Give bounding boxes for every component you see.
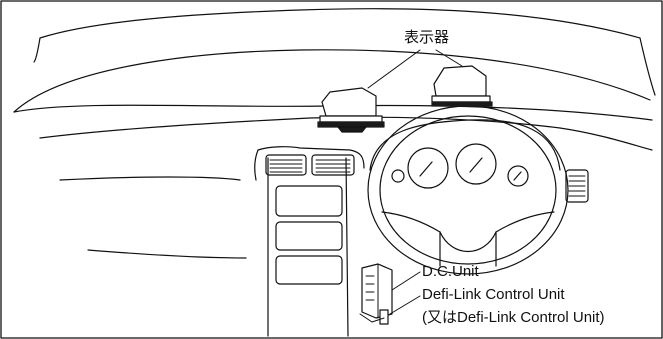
control-unit-box (359, 263, 393, 325)
vent-right (311, 154, 355, 176)
gauge-center (455, 143, 497, 185)
console-panel-1 (275, 185, 343, 217)
leader-display-left (367, 49, 421, 89)
display-unit-label: 表示器 (404, 28, 450, 46)
gauge-center-needle (469, 157, 483, 173)
dash-line-left-1 (59, 176, 241, 181)
gauge-right-needle (513, 171, 522, 181)
display-unit-left (317, 87, 385, 133)
vent-left (265, 154, 307, 176)
gauge-left-needle (419, 161, 433, 177)
gauge-small-left (391, 169, 405, 183)
gauge-left (407, 147, 449, 189)
leader-dc-unit (391, 271, 421, 291)
steering-wheel-inner (379, 115, 557, 265)
link-control-unit-alt-label: (又はDefi-Link Control Unit) (422, 309, 605, 326)
steering-hub (439, 231, 497, 267)
console-panel-3 (275, 255, 343, 285)
steering-spoke-left (381, 211, 441, 233)
vent-left-slats (269, 159, 303, 173)
steering-wheel-outer (367, 105, 569, 275)
leader-link-unit (389, 295, 421, 315)
windshield (33, 8, 656, 96)
steering-spoke-right (495, 211, 555, 233)
dc-unit-label: D.C.Unit (422, 263, 479, 280)
center-console (254, 146, 365, 337)
vent-far-right (565, 169, 589, 203)
link-control-unit-label: Defi-Link Control Unit (422, 286, 565, 303)
vent-right-slats (315, 159, 351, 173)
dash-line-left-2 (87, 249, 247, 259)
windshield-lower-edge (13, 49, 651, 113)
vent-far-right-slats (568, 175, 586, 197)
display-unit-right (431, 65, 493, 107)
leader-display-right (435, 49, 463, 67)
cluster-hood (369, 119, 561, 171)
console-panel-2 (275, 221, 343, 251)
